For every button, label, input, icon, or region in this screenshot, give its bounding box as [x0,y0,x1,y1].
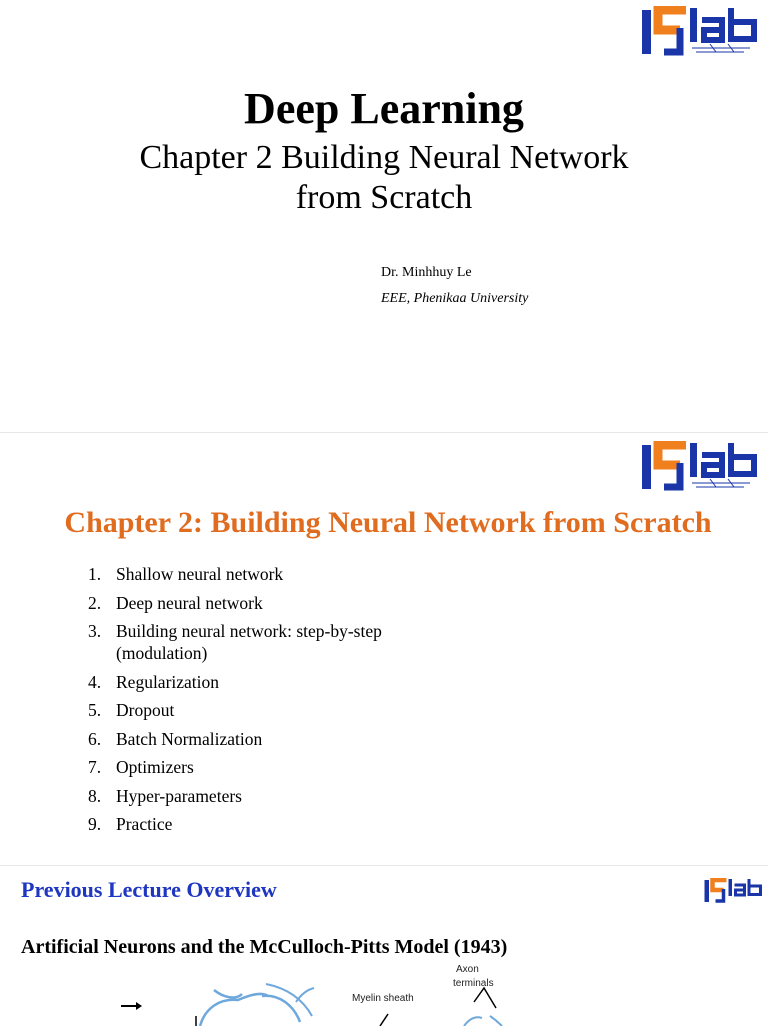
outline-item-number: 9. [88,814,102,834]
iclab-logo [704,878,762,903]
outline-item-number: 3. [88,621,102,641]
overview-title: Previous Lecture Overview [21,877,277,902]
outline-item-text: Building neural network: step-by-step (m… [116,621,382,663]
outline-item: 5. Dropout [88,699,456,721]
outline-item: 7. Optimizers [88,756,456,778]
outline-item-text: Regularization [116,671,220,692]
outline-slide: Chapter 2: Building Neural Network from … [0,432,768,865]
myelin-sheath-label: Myelin sheath [352,993,414,1004]
outline-list: 1. Shallow neural network 2. Deep neural n… [88,563,456,842]
author-affiliation: EEE, Phenikaa University [381,291,529,306]
presentation-title: Deep Learning [244,84,524,133]
outline-item: 1. Shallow neural network [88,563,456,585]
iclab-logo [642,6,757,56]
title-slide: Deep Learning Chapter 2 Building Neural … [0,0,768,432]
outline-item-text: Optimizers [116,757,194,777]
outline-item-number: 4. [88,671,102,692]
outline-item: 4. Regularization [88,671,456,693]
outline-item-text: Shallow neural network [116,564,284,584]
outline-item-number: 6. [88,728,102,749]
outline-item-number: 1. [88,564,102,584]
outline-item-text: Dropout [116,700,175,720]
outline-item-number: 2. [88,592,102,613]
outline-title: Chapter 2: Building Neural Network from … [64,506,712,539]
outline-item-text: Batch Normalization [116,728,263,749]
axon-terminals-label-line-1: Axon [456,964,479,975]
chapter-subtitle-line-1: Chapter 2 Building Neural Network [139,139,629,176]
axon-terminals-label-line-2: terminals [453,978,494,989]
iclab-logo [642,441,757,491]
outline-item: 9. Practice [88,813,456,835]
outline-item-text: Hyper-parameters [116,785,242,806]
overview-subtitle: Artificial Neurons and the McCulloch-Pit… [21,936,508,958]
outline-item: 2. Deep neural network [88,592,456,614]
outline-item-number: 5. [88,700,102,720]
overview-slide: Previous Lecture Overview Artificial Neu… [0,865,768,1026]
outline-item-number: 7. [88,757,102,777]
outline-item-text: Deep neural network [116,592,263,613]
outline-item-number: 8. [88,785,102,806]
author-name: Dr. Minhhuy Le [381,265,472,280]
chapter-subtitle-line-2: from Scratch [295,179,473,216]
outline-item-text: Practice [116,814,173,834]
outline-item: 6. Batch Normalization [88,728,456,750]
outline-item: 8. Hyper-parameters [88,785,456,807]
chapter-subtitle: Chapter 2 Building Neural Network from S… [0,138,768,218]
outline-item: 3. Building neural network: step-by-step … [88,620,456,664]
